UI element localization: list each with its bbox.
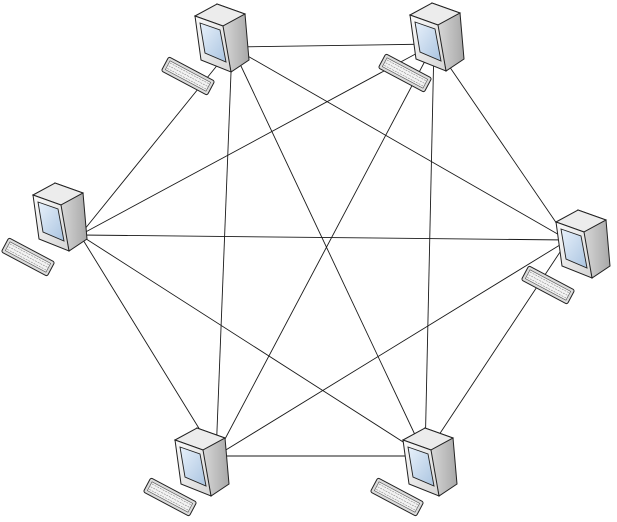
monitor-screen xyxy=(179,446,207,487)
monitor-screen xyxy=(199,22,227,63)
computer-node-left xyxy=(1,182,88,277)
keyboard-icon xyxy=(378,53,432,93)
computer-monitor-icon xyxy=(31,182,88,252)
link-top-right-to-bottom-right xyxy=(424,43,435,457)
computer-node-bottom-right xyxy=(370,427,458,517)
monitor-screen xyxy=(560,228,588,269)
links-layer xyxy=(79,43,569,457)
link-left-to-right xyxy=(79,234,569,241)
link-top-left-to-right xyxy=(231,46,569,241)
keyboard-icon xyxy=(521,265,575,305)
link-top-left-to-left xyxy=(79,46,233,236)
computer-node-top-right xyxy=(378,2,465,93)
monitor-screen xyxy=(414,21,442,62)
link-right-to-bottom-left xyxy=(215,239,569,457)
link-top-right-to-left xyxy=(79,43,435,236)
keyboard-icon xyxy=(161,56,215,96)
computer-monitor-icon xyxy=(173,427,230,497)
link-left-to-bottom-left xyxy=(79,234,217,457)
monitor-screen xyxy=(407,446,435,487)
computer-node-top-left xyxy=(161,3,250,96)
computer-monitor-icon xyxy=(408,2,465,72)
link-top-left-to-bottom-right xyxy=(231,46,426,457)
link-right-to-bottom-right xyxy=(424,239,569,457)
computer-monitor-icon xyxy=(401,427,458,497)
link-top-left-to-top-right xyxy=(231,43,435,48)
link-top-right-to-right xyxy=(433,43,569,241)
keyboard-icon xyxy=(143,477,197,517)
link-top-right-to-bottom-left xyxy=(215,43,435,457)
monitor-screen xyxy=(37,201,65,242)
link-top-left-to-bottom-left xyxy=(215,46,233,457)
computer-node-right xyxy=(521,209,611,305)
keyboard-icon xyxy=(370,477,424,517)
computer-monitor-icon xyxy=(554,209,611,279)
nodes-layer xyxy=(1,2,611,517)
computer-node-bottom-left xyxy=(143,427,230,517)
computer-monitor-icon xyxy=(193,3,250,73)
link-left-to-bottom-right xyxy=(79,234,426,457)
keyboard-icon xyxy=(1,237,55,277)
